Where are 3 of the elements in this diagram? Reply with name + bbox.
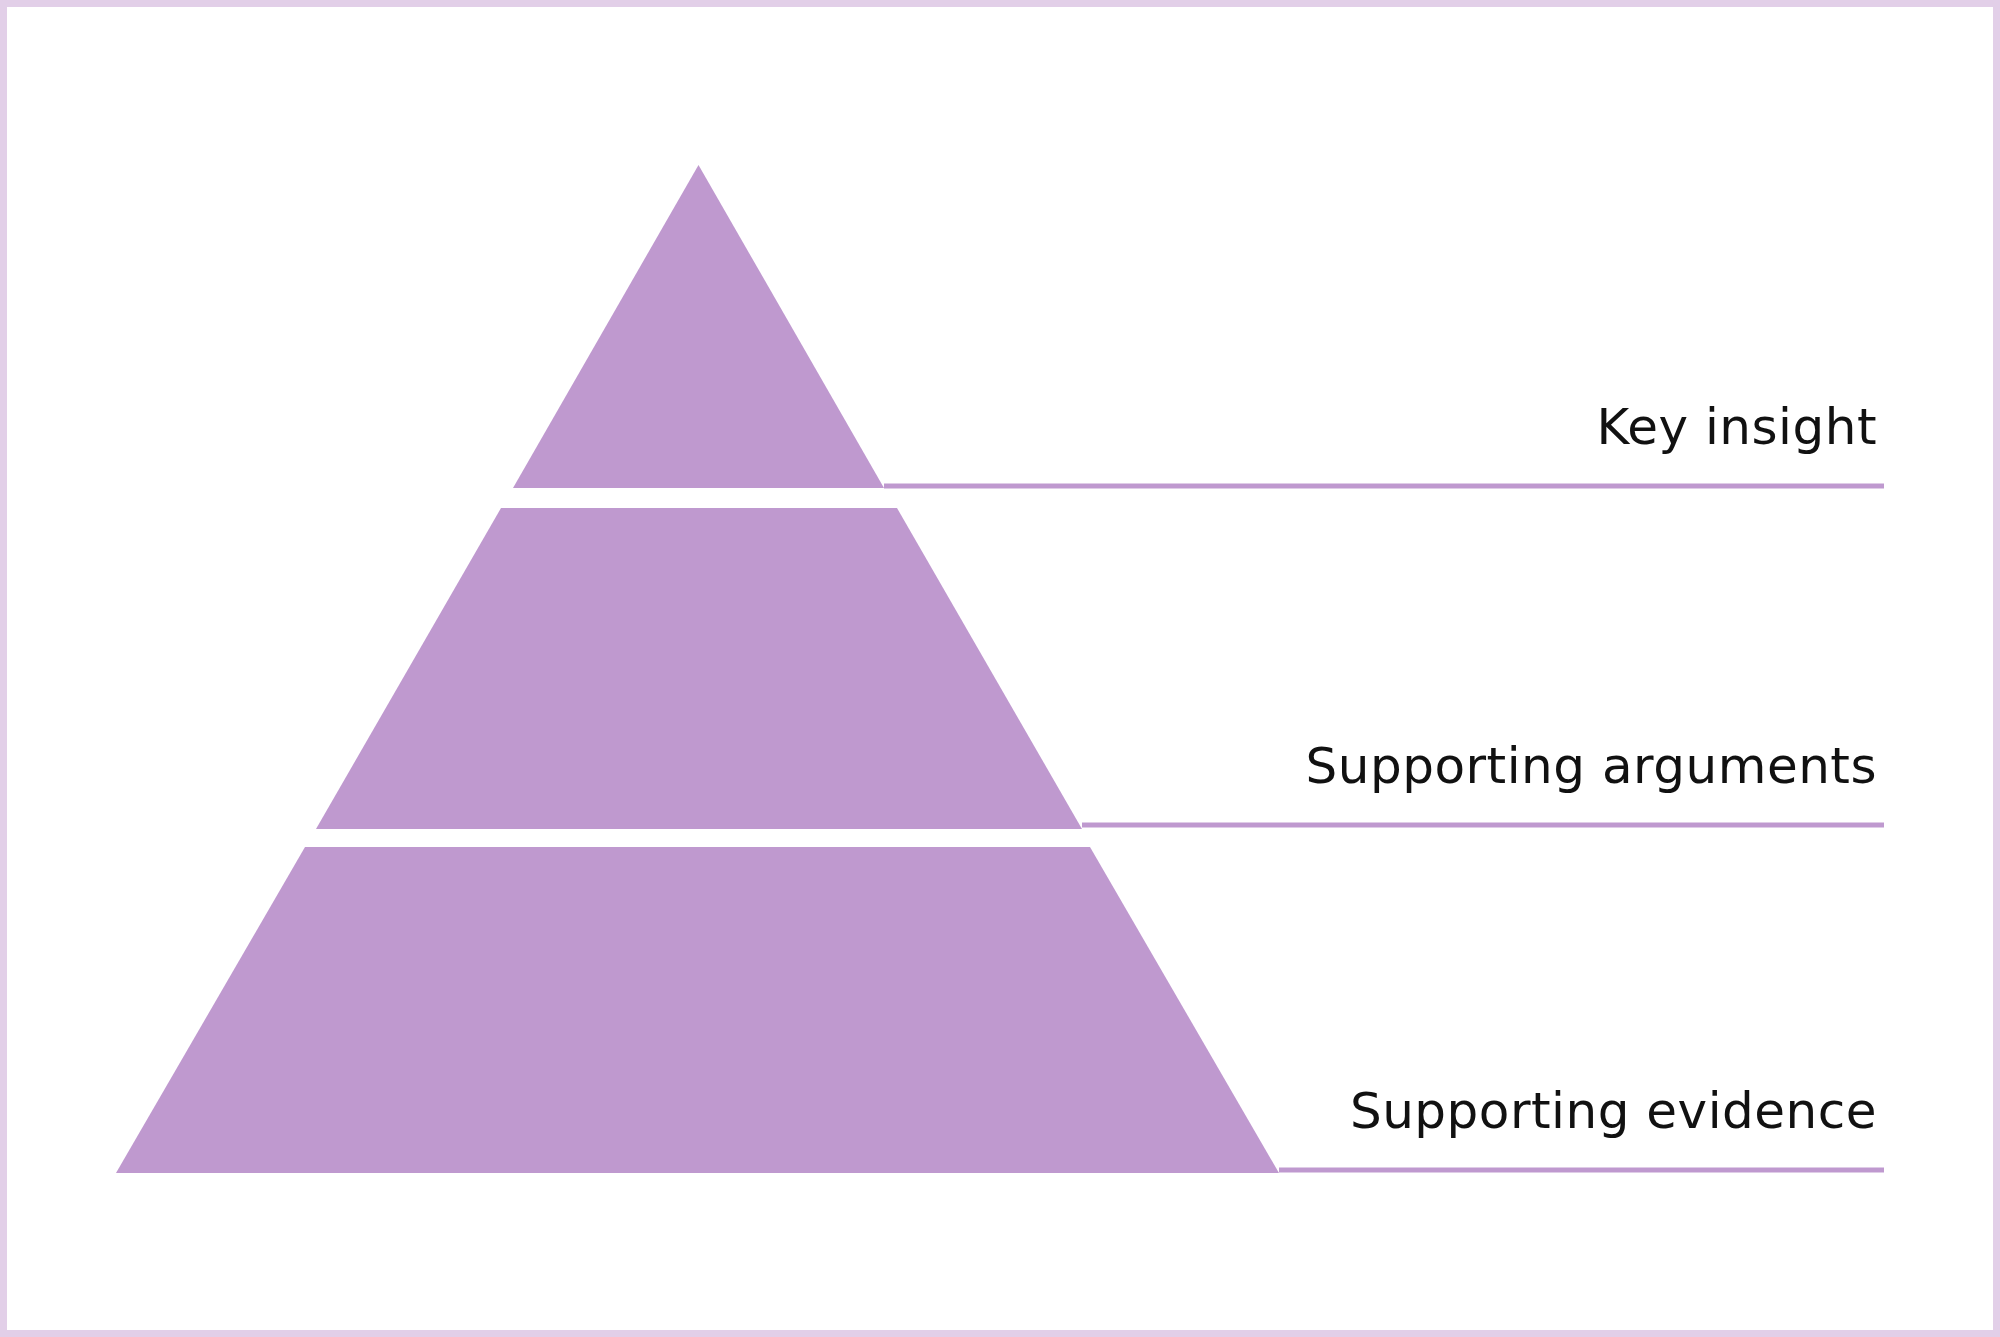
tier-label: Key insight xyxy=(1596,400,1877,455)
tier-label: Supporting arguments xyxy=(1305,739,1877,794)
tier-label: Supporting evidence xyxy=(1349,1084,1877,1139)
